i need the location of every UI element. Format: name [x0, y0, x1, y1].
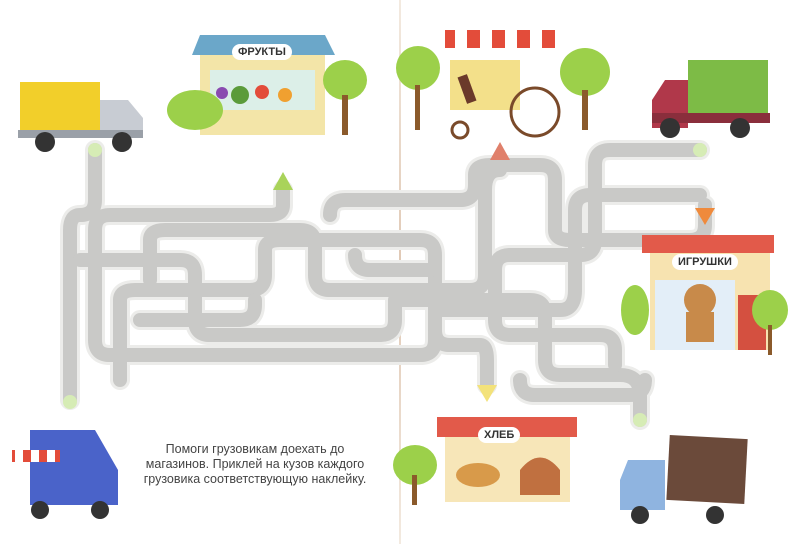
- yellow-truck: [18, 82, 143, 152]
- arrow-down-icon: [695, 208, 715, 225]
- instruction-text: Помоги грузовикам доехать до магазинов. …: [143, 442, 367, 486]
- arrow-up-icon: [273, 172, 293, 190]
- fruit-shop-sign: ФРУКТЫ: [232, 44, 292, 60]
- start-dot: [693, 143, 707, 157]
- start-dot: [633, 413, 647, 427]
- blue-van: [12, 430, 118, 519]
- arrow-up-icon: [490, 142, 510, 160]
- fruit-shop: [167, 35, 367, 135]
- maze-roads: [60, 140, 715, 430]
- ice-cream-cart: [396, 30, 610, 140]
- start-dot: [63, 395, 77, 409]
- toy-shop: [621, 235, 788, 355]
- arrow-down-icon: [477, 385, 497, 402]
- bread-shop-sign: ХЛЕБ: [478, 427, 521, 443]
- bread-shop: [393, 417, 577, 505]
- toy-shop-sign: ИГРУШКИ: [672, 254, 738, 270]
- start-dot: [88, 143, 102, 157]
- green-truck: [652, 60, 770, 138]
- brown-truck: [620, 435, 748, 524]
